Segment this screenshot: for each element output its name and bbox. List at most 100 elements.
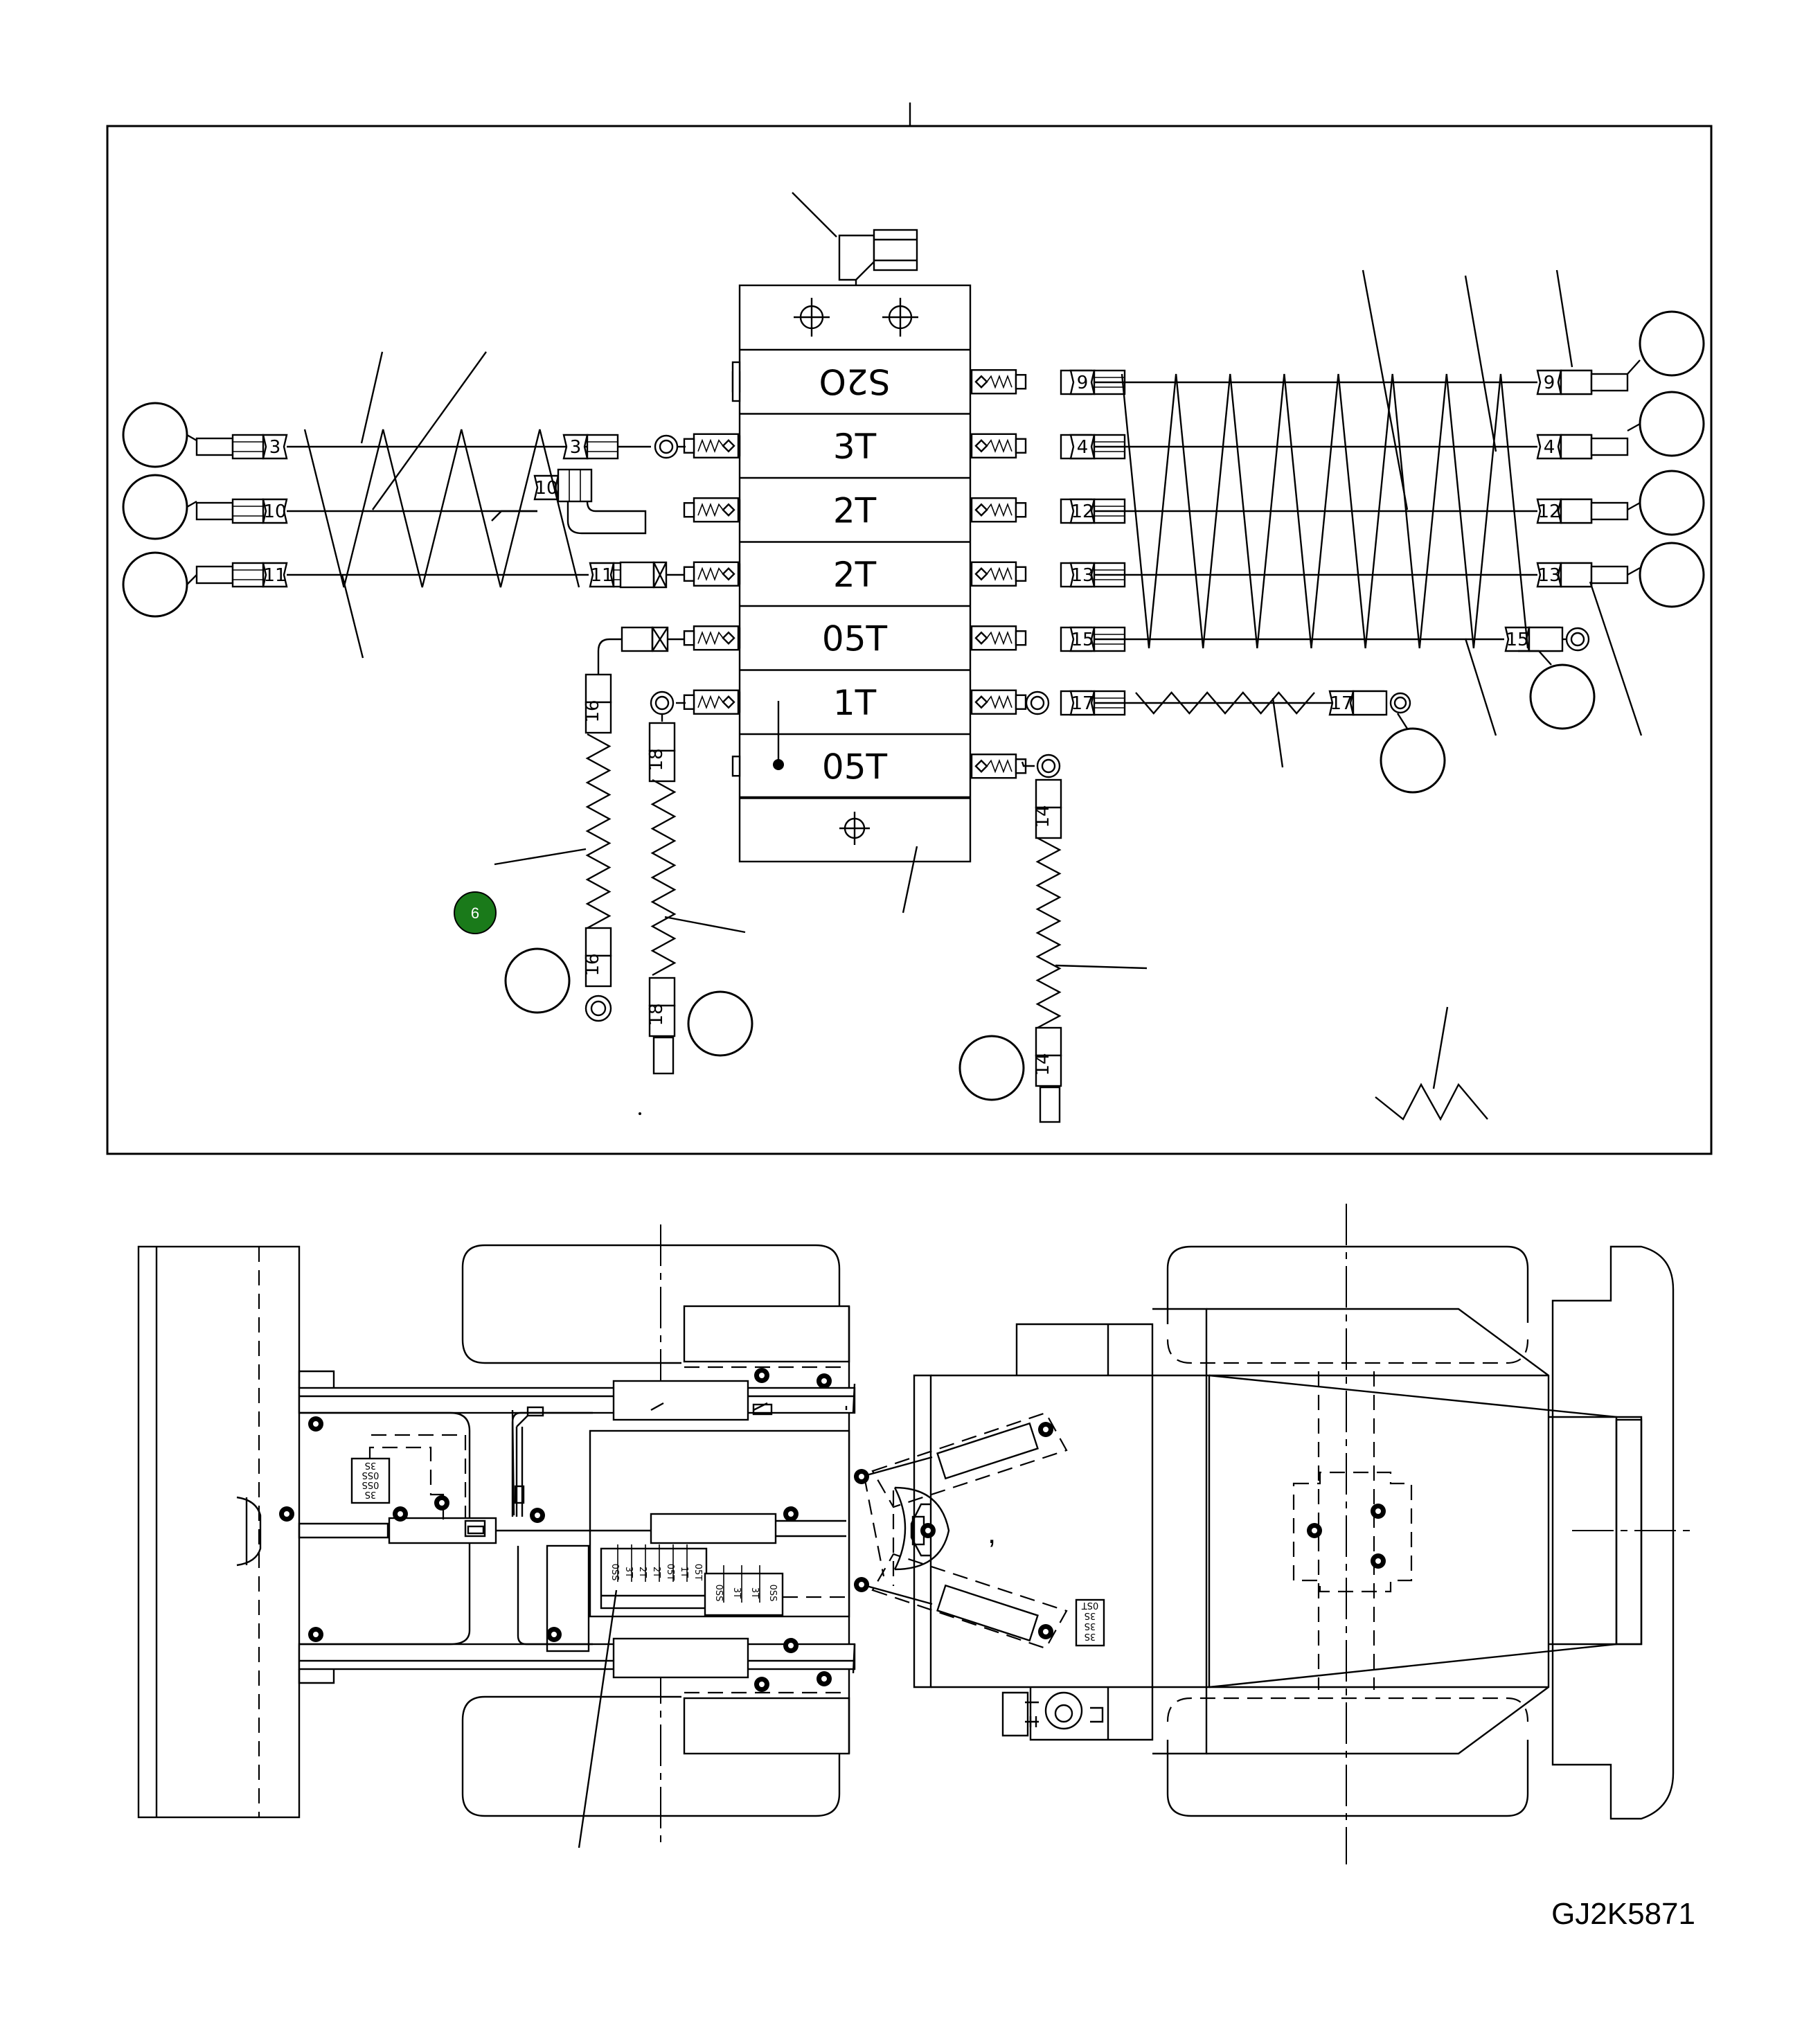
check-valve-fitting [970,433,1027,458]
leader-lines [341,269,1643,1121]
valve-section-label: S2O [819,361,891,401]
hose-zigzag [650,778,677,977]
check-valve-fitting [970,625,1027,651]
small-valve-label: 0SS [767,1585,778,1602]
callout-bubble [958,1035,1025,1101]
callout-bubbles [122,310,1705,1101]
callout-bubble [1529,663,1596,730]
hose-zigzag [303,429,580,588]
hose-number: 15 [1071,630,1094,650]
small-valve-label: 3T [731,1587,742,1598]
hose-fitting: 18 [646,977,676,1037]
hose-end-stub [195,565,234,585]
leader-line [664,916,746,934]
check-valve-fitting [970,689,1027,715]
leader-line [372,351,487,510]
small-tag-label: 3S [365,1460,377,1470]
front-wheel-top [461,1224,841,1399]
left-valve-ports [683,361,741,715]
small-tag-label: 3S [365,1489,377,1499]
hose-fitting: 16 [582,927,612,988]
small-tag-label: 3S [1085,1610,1096,1621]
hose-zigzag [1121,373,1529,649]
small-tag-label: 0ST [1082,1600,1099,1610]
check-valve-fitting [683,625,740,651]
hose-number: 14 [1033,805,1053,828]
callout-bubble [504,947,571,1014]
highlight-marker: 6 [454,891,497,934]
check-valve-fitting [683,561,740,587]
small-valve-label: 0SS [713,1585,724,1602]
hose-number: 11 [590,565,613,586]
hose-fitting: 14 [1033,1026,1062,1087]
leader-line [360,351,384,444]
lift-arms [298,1370,856,1684]
front-wheel-bottom [461,1662,841,1842]
pivot-points [279,1368,1386,1692]
leader-line [1432,1006,1449,1089]
callout-bubble [1639,391,1705,457]
hose-number: 3 [269,437,281,458]
valve-section-label: 2T [833,490,877,531]
articulation-joint [893,1374,1211,1688]
banjo-eye [1565,627,1590,652]
small-tag-label: 0SS [362,1470,380,1480]
hose-end-stub [1590,373,1629,392]
tick-mark: , [988,1516,996,1550]
leader-line [1589,581,1643,736]
leader-line [1362,269,1409,510]
hose-number: 18 [646,748,667,771]
hose-number: 9 [1077,373,1089,393]
check-valve-fitting [683,497,740,523]
hose-end-stub [195,501,234,521]
callout-bubble [122,474,188,540]
small-tag-label: 3S [1085,1631,1096,1641]
callout-bubble [122,551,188,618]
banjo-eye [1025,690,1050,715]
callout-bubble [1639,470,1705,536]
rear-frame [1015,1308,1695,1755]
leader-line [1464,638,1497,736]
hose-end-stub [1590,565,1629,585]
hose-number: 12 [1537,501,1560,522]
drawing-reference-id: GJ2K5871 [1551,1897,1695,1931]
hose-number: 9 [1544,373,1555,393]
hose-number: 12 [1071,501,1094,522]
front-blade [137,1245,301,1819]
plan-leader-line [578,1589,618,1848]
callout-bubble [687,990,753,1057]
hose-number: 13 [1537,565,1560,586]
hose-number: 4 [1077,437,1089,458]
hose-number: 17 [1330,693,1353,714]
valve-section-label: 2T [833,555,877,595]
banjo-eye [1389,692,1411,714]
hose-fitting: 14 [1033,778,1062,839]
leader-line [902,846,918,913]
valve-section-label: 1T [833,683,877,723]
hose-fitting: 11 [231,562,288,588]
marker-label: 6 [471,904,479,922]
valve-section-label: 05T [822,747,888,787]
check-valve-fitting [970,369,1027,395]
section-tab [731,361,741,402]
small-tag-label: 0SS [362,1479,380,1490]
banjo-eye [654,434,679,459]
hose-number: 3 [570,437,582,458]
hose-zigzag [1135,691,1315,715]
hose-number: 18 [646,1003,667,1026]
outlet-cover-port [839,812,870,845]
hose-zigzag [585,733,612,929]
small-valve-label: 3T [749,1587,760,1598]
callout-bubble [1639,542,1705,608]
hose-zigzag [1035,837,1062,1029]
check-valve-fitting [683,689,740,715]
leader-line [494,848,587,866]
weld-symbol [1375,1082,1488,1121]
